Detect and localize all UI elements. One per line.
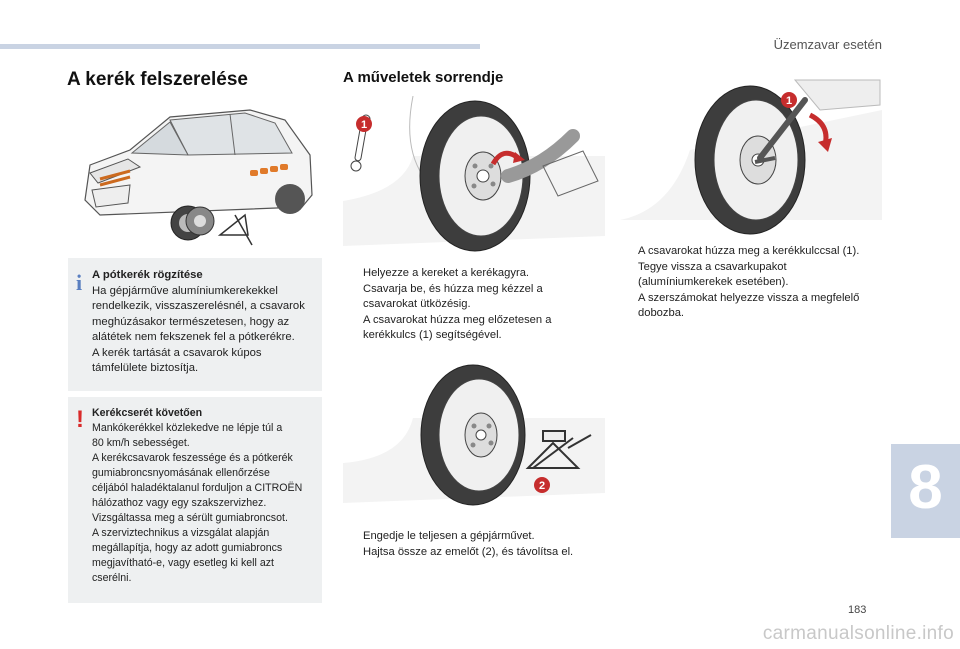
step-item: Tegye vissza a csavarkupakot (alumíniumke…	[618, 260, 888, 291]
info-box-text: A pótkerék rögzítése Ha gépjárműve alumí…	[92, 268, 312, 377]
step-line: (alumíniumkerekek esetében).	[638, 276, 789, 288]
watermark: carmanualsonline.info	[762, 623, 954, 644]
step-item: Helyezze a kereket a kerékagyra.	[343, 266, 593, 282]
info-box-spare-wheel: i A pótkerék rögzítése Ha gépjárműve alu…	[68, 258, 322, 391]
step-line: csavarokat ütközésig.	[363, 298, 471, 310]
info-icon: i	[76, 270, 83, 295]
step-line: dobozba.	[638, 307, 685, 319]
jack-lowering-illustration	[343, 363, 605, 513]
step-line: Helyezze a kereket a kerékagyra.	[363, 267, 530, 279]
info-line: támfelülete biztosítja.	[92, 362, 199, 374]
callout-1: 1	[356, 116, 372, 132]
warning-line: Vizsgáltassa meg a sérült gumiabroncsot.	[92, 512, 288, 524]
step-line: A szerszámokat helyezze vissza a megfele…	[638, 291, 860, 304]
warning-line: Mankókerékkel közlekedve ne lépje túl a	[92, 422, 283, 434]
step-item: Csavarja be, és húzza meg kézzel a csavar…	[343, 282, 593, 313]
step-line: Tegye vissza a csavarkupakot	[638, 260, 787, 273]
step-item: A szerszámokat helyezze vissza a megfele…	[618, 291, 888, 322]
page-number: 183	[848, 604, 867, 616]
warning-box-title: Kerékcserét követően	[92, 407, 203, 419]
callout-2-label: 2	[539, 480, 545, 492]
step-line: Hajtsa össze az emelőt (2), és távolítsa…	[363, 545, 574, 558]
section-title: A kerék felszerelése	[67, 69, 248, 90]
callout-2: 2	[534, 477, 550, 493]
steps-list-3: A csavarokat húzza meg a kerékkulccsal (…	[618, 244, 888, 322]
warning-line: cserélni.	[92, 572, 132, 584]
step-item: A csavarokat húzza meg előzetesen a kerék…	[343, 313, 593, 344]
info-line: A kerék tartását a csavarok kúpos	[92, 346, 262, 359]
callout-1-label: 1	[361, 119, 367, 131]
info-line: meghúzásakor természetesen, hogy az	[92, 315, 290, 328]
info-box-title: A pótkerék rögzítése	[92, 269, 203, 281]
warning-line: A szerviztechnikus a vizsgálat alapján	[92, 527, 270, 539]
wheel-fitting-illustration	[343, 96, 605, 256]
warning-box-after-change: ! Kerékcserét követően Mankókerékkel köz…	[68, 397, 322, 603]
step-item: Engedje le teljesen a gépjárművet.	[343, 529, 613, 545]
step-line: A csavarokat húzza meg előzetesen a	[363, 313, 552, 326]
warning-line: céljából haladéktalanul forduljon a CITR…	[92, 482, 303, 494]
info-line: Ha gépjárműve alumíniumkerekekkel	[92, 284, 278, 297]
step-item: A csavarokat húzza meg a kerékkulccsal (…	[618, 244, 888, 260]
wheel-tightening-illustration	[620, 70, 882, 235]
step-line: kerékkulcs (1) segítségével.	[363, 329, 502, 341]
warning-line: A kerékcsavarok feszessége és a pótkerék	[92, 452, 293, 464]
step-item: Hajtsa össze az emelőt (2), és távolítsa…	[343, 545, 613, 561]
procedure-title: A műveletek sorrendje	[343, 69, 504, 86]
steps-list-1: Helyezze a kereket a kerékagyra. Csavarj…	[343, 266, 593, 344]
warning-line: 80 km/h sebességet.	[92, 437, 190, 449]
warning-icon: !	[76, 406, 84, 433]
chapter-title: Üzemzavar esetén	[773, 37, 882, 52]
step-line: A csavarokat húzza meg a kerékkulccsal (…	[638, 245, 860, 257]
step-line: Csavarja be, és húzza meg kézzel a	[363, 282, 543, 295]
chapter-tab: 8	[891, 444, 960, 538]
callout-1-right-label: 1	[786, 95, 792, 107]
chapter-number: 8	[908, 453, 943, 522]
callout-1-right: 1	[781, 92, 797, 108]
info-line: alátétek nem fekszenek fel a pótkerékre.	[92, 331, 295, 343]
info-line: rendelkezik, visszaszerelésnél, a csavar…	[92, 300, 305, 312]
steps-list-2: Engedje le teljesen a gépjárművet. Hajts…	[343, 529, 613, 560]
car-illustration	[70, 95, 320, 250]
warning-line: megjavítható-e, vagy esetleg ki kell azt	[92, 557, 274, 569]
step-line: Engedje le teljesen a gépjárművet.	[363, 530, 535, 542]
warning-line: gumiabroncsnyomásának ellenőrzése	[92, 467, 270, 479]
header-accent-bar	[0, 44, 480, 49]
warning-box-text: Kerékcserét követően Mankókerékkel közle…	[92, 406, 312, 586]
warning-line: megállapítja, hogy az adott gumiabroncs	[92, 542, 283, 554]
warning-line: hálózathoz vagy egy szakszervizhez.	[92, 497, 267, 509]
